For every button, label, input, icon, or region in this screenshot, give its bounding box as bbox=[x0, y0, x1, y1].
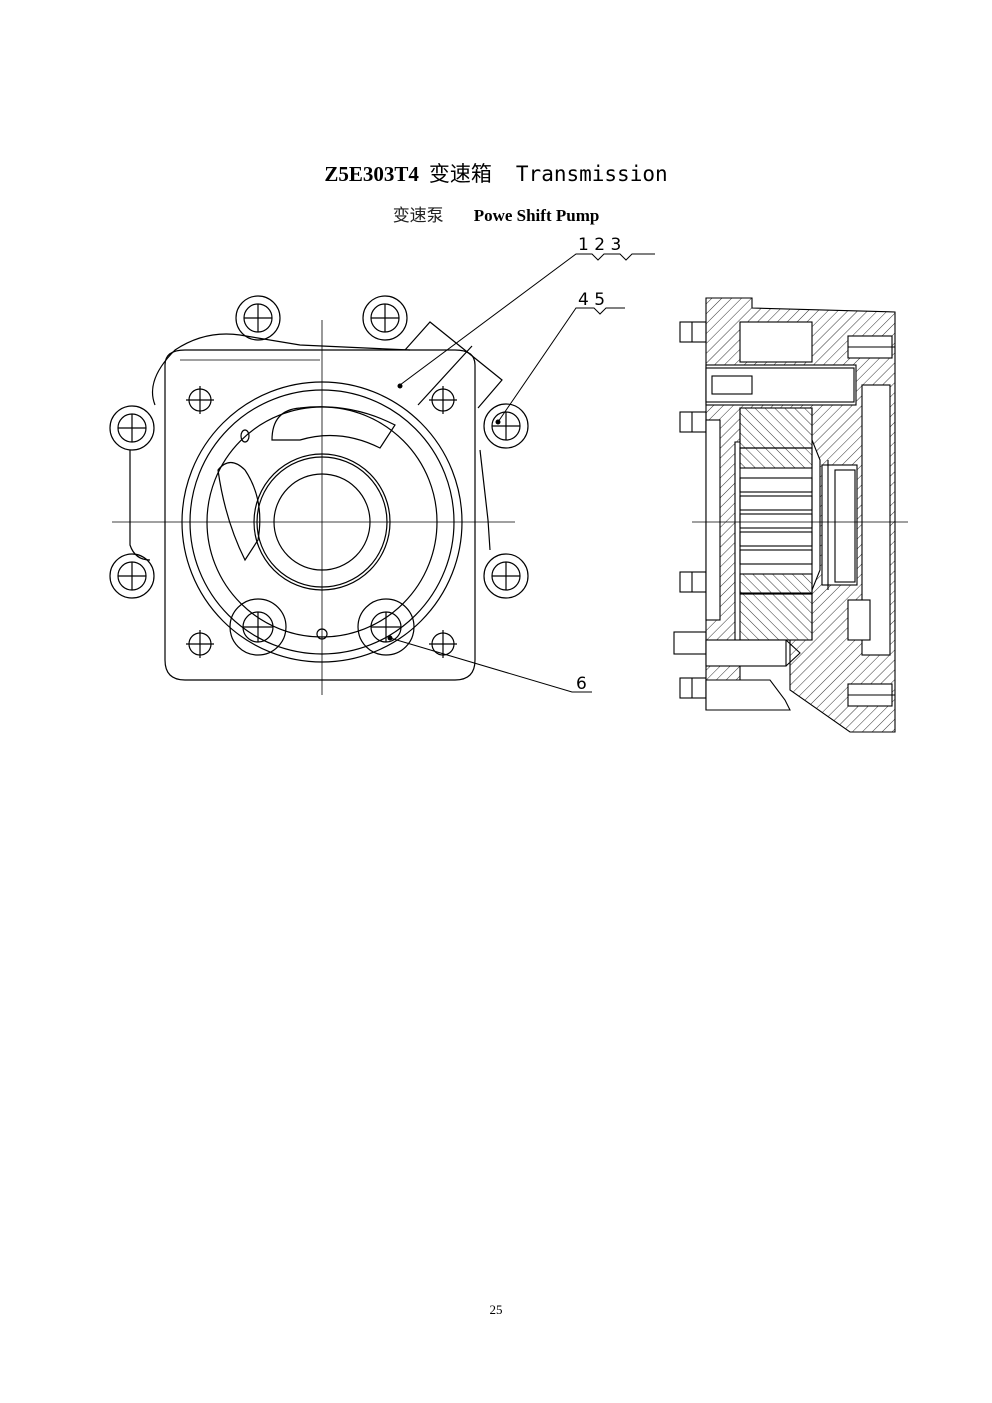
corner-hole-bottom-left bbox=[186, 630, 214, 658]
section-view bbox=[673, 297, 908, 733]
front-view bbox=[109, 295, 529, 695]
leader-lines bbox=[387, 253, 655, 693]
bolt-lug-top-right bbox=[362, 295, 408, 341]
model-code: Z5E303T4 bbox=[324, 162, 419, 186]
callout-1-2-3: 1 2 3 bbox=[578, 235, 621, 255]
title-english: Transmission bbox=[515, 162, 668, 186]
pump-technical-drawing: 1 2 3 4 5 6 bbox=[109, 235, 908, 733]
page-title: Z5E303T4 变速箱 Transmission bbox=[0, 158, 992, 188]
bolt-lug-right-upper bbox=[483, 403, 529, 449]
callout-6: 6 bbox=[576, 674, 587, 694]
subtitle-chinese: 变速泵 bbox=[392, 206, 444, 226]
subtitle-english: Powe Shift Pump bbox=[473, 206, 600, 225]
title-chinese: 变速箱 bbox=[428, 162, 492, 186]
bolt-lug-left-upper bbox=[109, 405, 155, 451]
page-subtitle: 变速泵 Powe Shift Pump bbox=[0, 201, 992, 226]
corner-hole-top-right bbox=[429, 386, 457, 414]
page-number: 25 bbox=[489, 1302, 503, 1317]
bolt-lug-left-lower bbox=[109, 553, 155, 599]
callout-4-5: 4 5 bbox=[578, 290, 605, 310]
bolt-lug-right-lower bbox=[483, 553, 529, 599]
corner-hole-top-left bbox=[186, 386, 214, 414]
bolt-lug-top-left bbox=[235, 295, 281, 341]
